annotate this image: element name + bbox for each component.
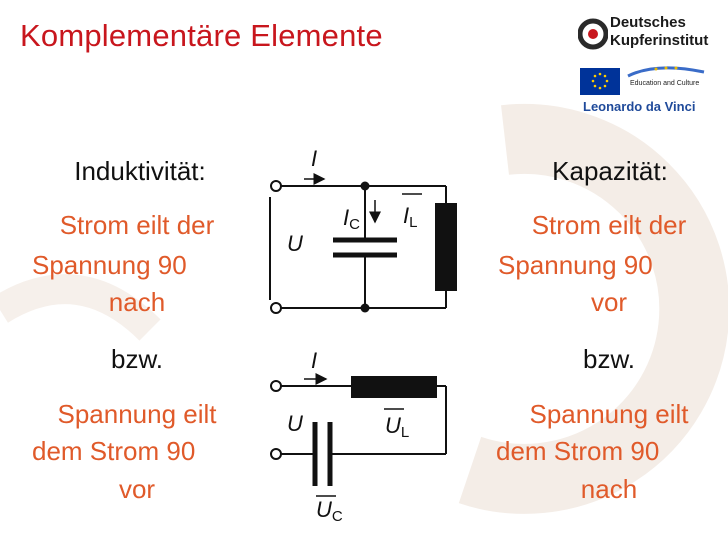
label-current-i: I: [311, 146, 318, 171]
label-uc: UC: [316, 497, 343, 525]
left-bzw: bzw.: [110, 344, 164, 374]
junction-top: [360, 181, 370, 191]
terminal-top-left-2: [270, 380, 282, 392]
left-text2-line3: vor: [118, 474, 156, 504]
right-text1-line3: vor: [590, 287, 628, 317]
label-il: IL: [403, 203, 418, 231]
terminal-bottom-left-2: [270, 448, 282, 460]
right-text1-line1: Strom eilt der: [531, 210, 687, 240]
series-inductor-body: [351, 376, 437, 398]
terminal-top-left: [270, 180, 282, 192]
junction-bottom: [360, 303, 370, 313]
education-culture-text: Education and Culture: [630, 80, 700, 87]
label-voltage-u-2: U: [287, 411, 303, 436]
terminal-bottom-left: [270, 302, 282, 314]
right-heading: Kapazität:: [552, 156, 668, 186]
left-text2-line2: dem Strom 90: [32, 436, 196, 466]
leonardo-text: Leonardo da Vinci: [583, 99, 696, 114]
page-title: Komplementäre Elemente: [20, 18, 383, 53]
right-text2-line2: dem Strom 90: [496, 436, 660, 466]
dki-name-line2: Kupferinstitut: [610, 32, 709, 49]
label-ic: IC: [343, 205, 360, 233]
left-text1-line3: nach: [108, 287, 166, 317]
label-current-i-2: I: [311, 348, 318, 373]
edu-culture-swoosh-icon: [627, 66, 705, 78]
dki-logo: Deutsches Kupferinstitut: [578, 14, 718, 58]
right-text2-line1: Spannung eilt: [529, 399, 689, 429]
left-heading: Induktivität:: [74, 156, 206, 186]
inductor-body: [435, 203, 457, 291]
leonardo-logo: Education and Culture Leonardo da Vinci: [578, 62, 718, 122]
left-text2-line1: Spannung eilt: [57, 399, 217, 429]
right-bzw: bzw.: [582, 344, 636, 374]
label-ul: UL: [385, 413, 410, 441]
left-text1-line1: Strom eilt der: [59, 210, 215, 240]
right-text2-line3: nach: [580, 474, 638, 504]
parallel-circuit: [269, 173, 457, 314]
right-text1-line2: Spannung 90: [498, 250, 653, 280]
series-circuit: [270, 373, 447, 497]
label-voltage-u: U: [287, 231, 303, 256]
eu-flag-icon: [580, 68, 620, 95]
dki-name-line1: Deutsches: [610, 14, 686, 31]
left-text1-line2: Spannung 90: [32, 250, 187, 280]
copper-logo-icon: [578, 18, 608, 50]
